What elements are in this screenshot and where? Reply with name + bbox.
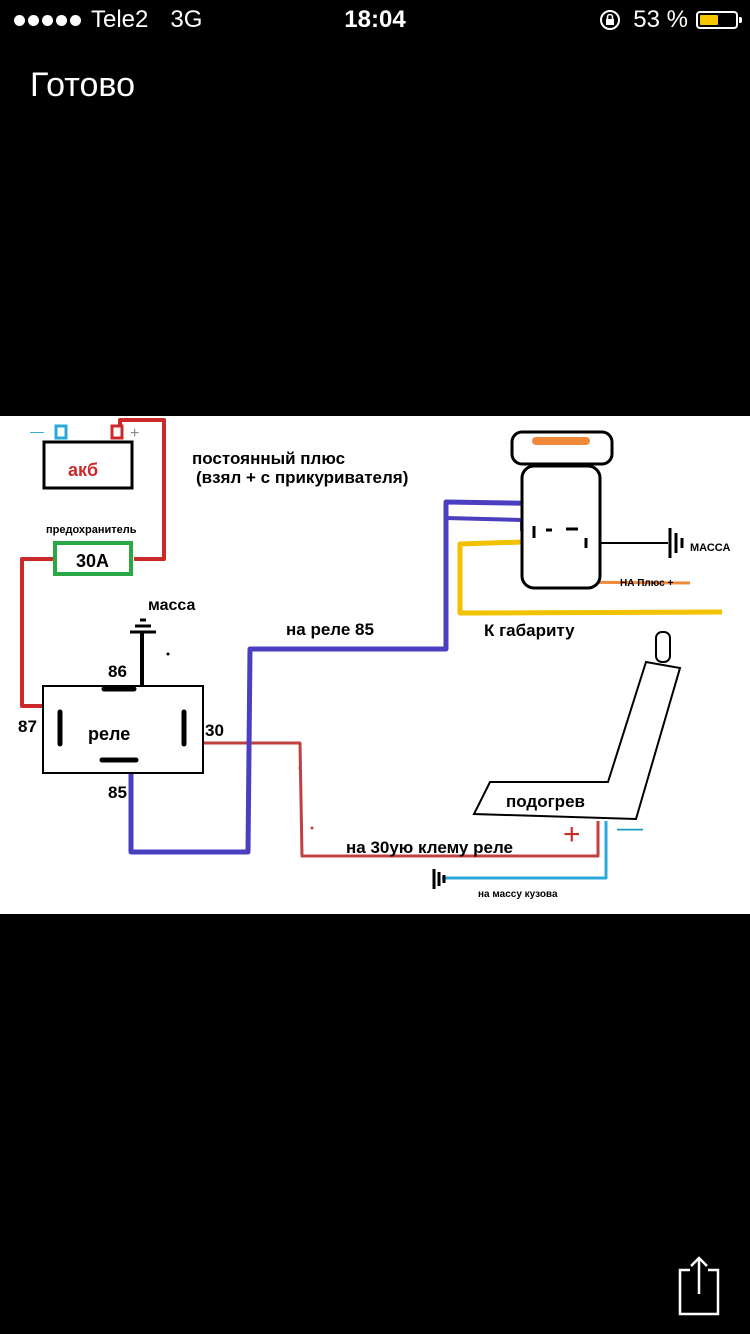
wire-constant-plus	[118, 418, 166, 561]
battery-percent: 53 %	[633, 6, 688, 33]
relay-ground-symbol	[130, 618, 156, 634]
wire-heater-ground	[442, 821, 608, 880]
battery-plus-label: +	[130, 425, 139, 442]
heater-seat: подогрев	[472, 631, 682, 821]
heater-minus-label: —	[617, 812, 643, 842]
switch-ground-symbol	[668, 528, 684, 558]
marker-label: К габариту	[484, 621, 575, 640]
relay-ground-label: масса	[148, 597, 196, 614]
share-icon[interactable]	[670, 1256, 726, 1316]
relay-pin-87: 87	[18, 717, 37, 736]
signal-dots-icon	[14, 14, 81, 26]
to-relay-85-label: на реле 85	[286, 620, 374, 639]
status-bar: Tele2 3G 18:04 53 %	[0, 0, 750, 40]
constant-plus-caption-2: (взял + с прикуривателя)	[196, 468, 408, 487]
heater-label: подогрев	[506, 792, 585, 811]
heater-plus-label: +	[563, 818, 581, 851]
battery-level-fill	[700, 15, 719, 25]
to-relay-30-label: на 30ую клему реле	[346, 838, 513, 857]
battery-minus-label: —	[30, 423, 44, 439]
battery-label: акб	[68, 460, 98, 480]
done-button[interactable]: Готово	[30, 66, 135, 104]
wire-switch-blue-inner	[445, 516, 524, 531]
relay-label: реле	[88, 724, 130, 744]
wire-marker	[457, 539, 723, 616]
wire-30-to-heater	[202, 741, 600, 858]
battery-akb: — + акб	[30, 423, 139, 490]
switch-plus-label: НА Плюс +	[620, 578, 674, 589]
relay-pin-86: 86	[108, 662, 127, 681]
carrier-name: Tele2	[91, 6, 149, 33]
body-ground-symbol	[432, 869, 446, 889]
photo-viewer-image: — + акб предохранитель 30А постоянный пл…	[0, 416, 750, 914]
fuse-label: 30А	[76, 551, 109, 571]
wire-fuse-to-87	[20, 557, 54, 708]
status-left: Tele2 3G	[14, 6, 202, 34]
relay-pin-30: 30	[205, 721, 224, 740]
relay-pin-85: 85	[108, 783, 127, 802]
fuse-caption: предохранитель	[46, 524, 137, 536]
network-type: 3G	[170, 6, 203, 33]
fuse-30a: 30А	[53, 541, 133, 576]
battery-icon	[696, 11, 742, 29]
wiring-diagram: — + акб предохранитель 30А постоянный пл…	[18, 418, 730, 900]
status-right: 53 %	[599, 6, 742, 34]
rotation-lock-icon	[600, 10, 621, 30]
switch-button	[510, 430, 614, 590]
constant-plus-caption-1: постоянный плюс	[192, 449, 345, 468]
relay-box: реле	[42, 685, 204, 774]
body-ground-label: на массу кузова	[478, 889, 558, 900]
switch-ground-label: МАССА	[690, 542, 730, 554]
clock: 18:04	[344, 6, 406, 33]
